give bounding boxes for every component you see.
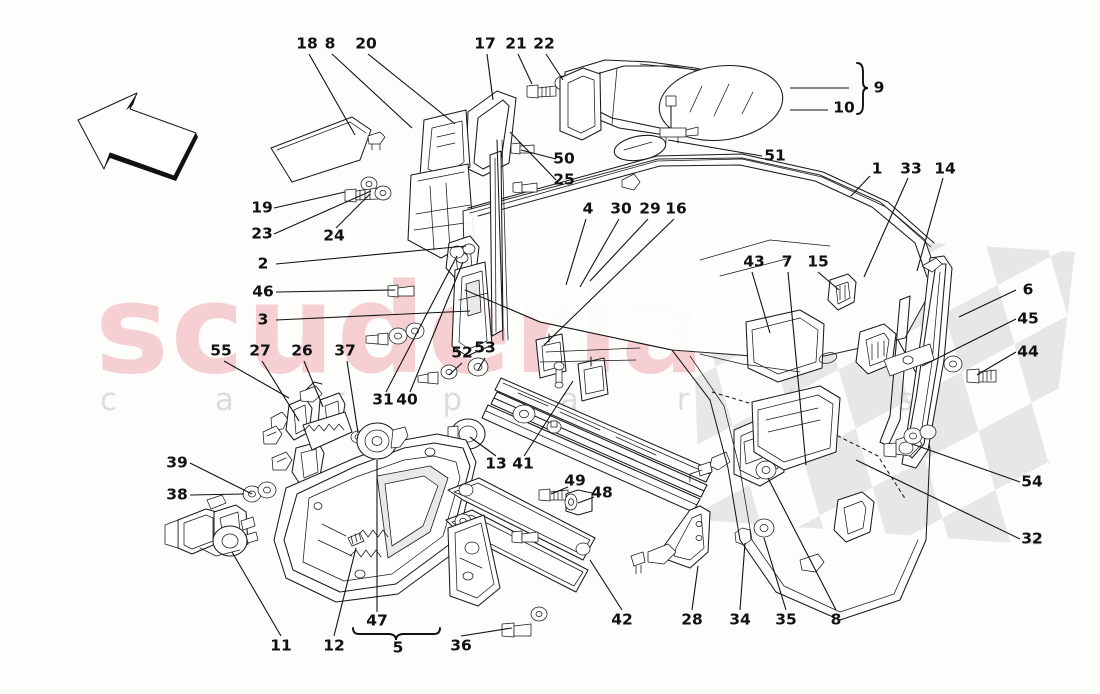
callout-53: 53 — [474, 338, 496, 357]
callout-24: 24 — [323, 226, 345, 245]
callout-1: 1 — [871, 159, 883, 178]
part-44-bolt — [966, 368, 997, 384]
callout-17: 17 — [474, 34, 496, 53]
callout-35: 35 — [775, 610, 797, 629]
callout-8: 8 — [324, 34, 336, 53]
part-18-quarter-glass — [270, 116, 372, 183]
callout-44: 44 — [1017, 342, 1039, 361]
callout-33: 33 — [900, 159, 922, 178]
callout-23: 23 — [251, 224, 273, 243]
part-36-bolt — [501, 606, 548, 638]
callout-51: 51 — [764, 146, 786, 165]
callout-2: 2 — [257, 254, 269, 273]
callout-4: 4 — [582, 199, 594, 218]
glass-run-channel — [467, 153, 935, 248]
callout-37: 37 — [334, 341, 356, 360]
part-3-regulator-plate — [451, 261, 493, 357]
callout-55: 55 — [210, 341, 232, 360]
callout-22: 22 — [533, 34, 555, 53]
door-inner-panel — [671, 273, 931, 621]
part-24-washer — [360, 176, 378, 192]
leader-lines — [189, 53, 1021, 637]
callout-48: 48 — [591, 483, 613, 502]
part-17-window-frame — [407, 90, 517, 259]
callout-50: 50 — [553, 149, 575, 168]
callout-5: 5 — [392, 638, 404, 657]
callout-16: 16 — [665, 199, 687, 218]
brace-5 — [352, 627, 441, 641]
direction-arrow — [77, 92, 198, 181]
part-45-washer — [943, 355, 963, 373]
part-25-channel-strip — [489, 150, 504, 337]
callout-36: 36 — [450, 636, 472, 655]
callout-32: 32 — [1021, 529, 1043, 548]
part-21-screw — [526, 84, 557, 99]
callout-41: 41 — [512, 454, 534, 473]
callout-40: 40 — [396, 390, 418, 409]
part-5-regulator-carrier — [273, 422, 477, 603]
callout-6: 6 — [1022, 280, 1034, 299]
part-49-bolt — [538, 488, 569, 502]
callout-12: 12 — [323, 636, 345, 655]
callout-42: 42 — [611, 610, 633, 629]
callout-3: 3 — [257, 310, 269, 329]
callout-38: 38 — [166, 485, 188, 504]
callout-43: 43 — [743, 252, 765, 271]
callout-21: 21 — [505, 34, 527, 53]
door-shell-outline — [464, 289, 801, 373]
callout-52: 52 — [451, 343, 473, 362]
callout-20: 20 — [355, 34, 377, 53]
callout-27: 27 — [249, 341, 271, 360]
callout-39: 39 — [166, 453, 188, 472]
part-10-mirror-glass — [658, 64, 784, 142]
callout-11: 11 — [270, 636, 292, 655]
part-54-bolt — [883, 424, 937, 458]
callout-7: 7 — [781, 252, 793, 271]
callout-47: 47 — [366, 611, 388, 630]
callout-25: 25 — [553, 170, 575, 189]
rail-slider-blocks — [535, 333, 641, 402]
callout-31: 31 — [372, 390, 394, 409]
callout-45: 45 — [1017, 309, 1039, 328]
part-16-guide-rail — [481, 377, 713, 513]
callout-8-lower: 8 — [830, 610, 842, 629]
callout-10: 10 — [833, 98, 855, 117]
part-46-bolt — [387, 284, 415, 298]
callout-29: 29 — [639, 199, 661, 218]
callout-18: 18 — [296, 34, 318, 53]
callout-28: 28 — [681, 610, 703, 629]
callout-19: 19 — [251, 198, 273, 217]
part-12-screw — [347, 532, 365, 547]
window-guide-post — [496, 139, 509, 341]
callout-54: 54 — [1021, 472, 1043, 491]
part-51-mirror-screw — [659, 95, 699, 144]
part-52-washer — [417, 364, 458, 385]
callout-14: 14 — [934, 159, 956, 178]
channel-screw — [512, 181, 538, 194]
part-42-regulator-arm — [445, 477, 596, 607]
latch-linkage-cluster — [262, 381, 366, 485]
callout-34: 34 — [729, 610, 751, 629]
part-35-washer — [753, 518, 775, 538]
callout-13: 13 — [485, 454, 507, 473]
callout-15: 15 — [807, 252, 829, 271]
arm-bolt — [511, 530, 539, 544]
regulator-washers — [365, 322, 425, 346]
brace-9-10 — [790, 62, 869, 115]
callout-46: 46 — [252, 282, 274, 301]
part-34-nut — [734, 527, 752, 546]
callout-26: 26 — [291, 341, 313, 360]
part-28-bracket — [630, 505, 711, 575]
callout-49: 49 — [564, 471, 586, 490]
callout-30: 30 — [610, 199, 632, 218]
callout-9: 9 — [873, 78, 885, 97]
part-20-clip — [367, 131, 386, 151]
part-11-regulator-motor — [164, 494, 259, 557]
